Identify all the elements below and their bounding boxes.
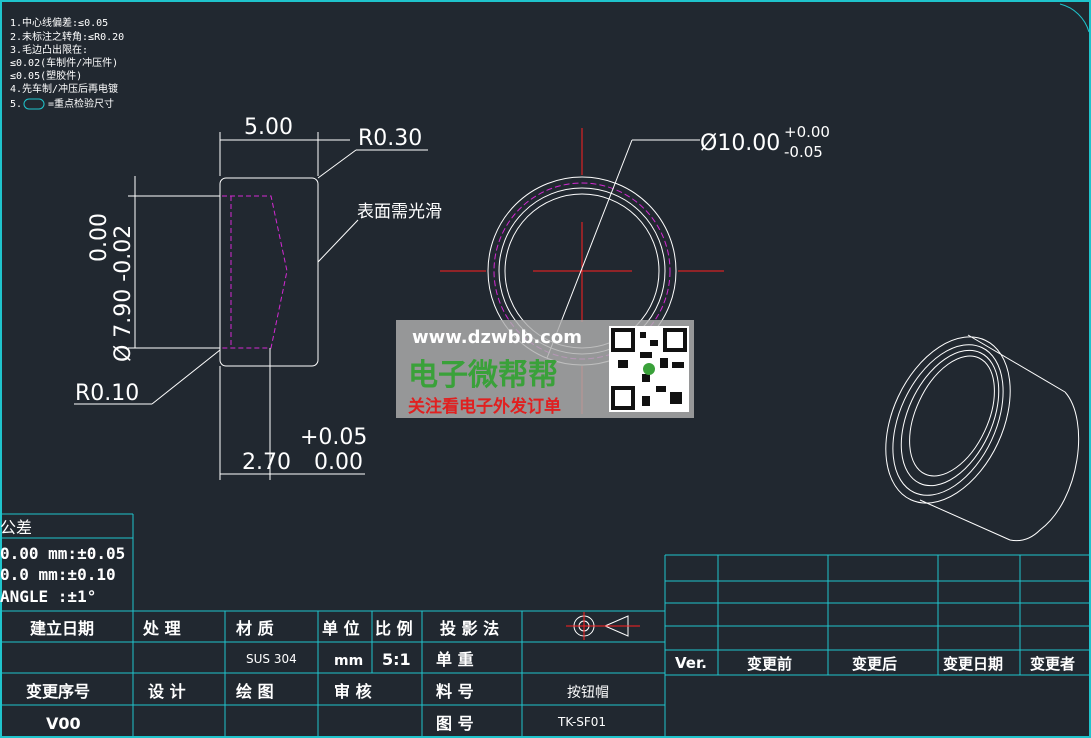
note-4: 4.先车制/冲压后再电镀 [10, 82, 118, 95]
note-5: 5. [10, 99, 22, 110]
watermark-slogan: 关注看电子外发订单 [408, 396, 561, 417]
dim-dia-outer-minus: -0.05 [784, 143, 823, 161]
dim-width-bottom: 2.70 [242, 450, 291, 475]
watermark: www.dzwbb.com 电子微帮帮 关注看电子外发订单 [396, 320, 694, 418]
watermark-url: www.dzwbb.com [412, 327, 582, 348]
note-2: 2.未标注之转角:≤R0.20 [10, 30, 124, 43]
isometric-view [885, 334, 1080, 542]
tb-header-part-no: 料 号 [436, 682, 474, 701]
projection-symbol-icon [566, 612, 640, 640]
dim-dia-inner-plus: 0.00 [87, 213, 112, 262]
dim-width-bottom-plus: +0.05 [300, 425, 367, 450]
tb-unit-value: mm [334, 653, 363, 669]
inspection-mark-icon [23, 98, 45, 110]
leader-radius-top [317, 149, 357, 179]
tb-drawing-no-value: TK-SF01 [557, 715, 606, 729]
tb-header-date: 建立日期 [30, 619, 94, 638]
leader-radius-bottom [151, 349, 221, 405]
tb-header-drawn: 绘 图 [236, 682, 274, 701]
tb-header-review: 审 核 [334, 682, 372, 701]
side-view [74, 132, 428, 480]
tolerance-row-2: 0.0 mm:±0.10 [0, 565, 116, 584]
tb-header-process: 处 理 [142, 619, 181, 638]
rev-header-after: 变更后 [852, 655, 897, 673]
tolerance-table [0, 513, 134, 611]
dim-dia-outer-plus: +0.00 [784, 123, 830, 141]
tb-scale-value: 5:1 [382, 650, 411, 669]
hidden-bore-line [222, 195, 288, 349]
tb-header-unit: 单 位 [322, 619, 360, 638]
dim-radius-bottom: R0.10 [75, 381, 139, 406]
tb-header-change-no: 变更序号 [26, 682, 90, 701]
tb-header-design: 设 计 [148, 682, 186, 701]
note-3: 3.毛边凸出限在: [10, 43, 88, 56]
dim-dia-outer: Ø10.00 [700, 131, 780, 156]
qr-code-icon [609, 326, 689, 412]
rev-header-before: 变更前 [747, 655, 792, 673]
tb-weight-label: 单 重 [436, 650, 474, 669]
watermark-name: 电子微帮帮 [408, 358, 558, 393]
note-3b: ≤0.05(塑胶件) [10, 69, 82, 82]
rev-header-author: 变更者 [1030, 655, 1075, 673]
tb-header-scale: 比 例 [375, 619, 413, 638]
tb-part-name: 按钮帽 [567, 685, 609, 701]
dim-surface-note: 表面需光滑 [357, 202, 442, 222]
leader-surface [317, 219, 359, 263]
corner-arc [1059, 3, 1090, 33]
technical-notes: 1.中心线偏差:≤0.05 2.未标注之转角:≤R0.20 3.毛边凸出限在: … [10, 16, 124, 110]
tb-material-value: SUS 304 [246, 652, 297, 666]
note-3a: ≤0.02(车制件/冲压件) [10, 56, 118, 69]
side-view-outline [219, 177, 319, 367]
revision-table [665, 554, 1091, 676]
dim-radius-top: R0.30 [358, 126, 422, 151]
note-5-text: =重点检验尺寸 [48, 97, 114, 110]
rev-header-ver: Ver. [675, 654, 707, 672]
tolerance-row-1: 0.00 mm:±0.05 [0, 544, 125, 563]
tb-header-projection: 投 影 法 [440, 619, 499, 638]
title-block [0, 555, 666, 738]
tolerance-row-3: ANGLE :±1° [0, 587, 96, 606]
dim-dia-inner: Ø 7.90 -0.02 [111, 225, 136, 362]
tb-drawing-no-label: 图 号 [436, 714, 474, 733]
dim-width-top: 5.00 [244, 115, 293, 140]
tb-header-material: 材 质 [236, 619, 274, 638]
dim-width-bottom-minus: 0.00 [314, 450, 363, 475]
rev-header-date: 变更日期 [943, 655, 1003, 673]
note-1: 1.中心线偏差:≤0.05 [10, 16, 108, 29]
tolerance-header: 公差 [0, 518, 32, 537]
tb-version-value: V00 [46, 714, 81, 733]
